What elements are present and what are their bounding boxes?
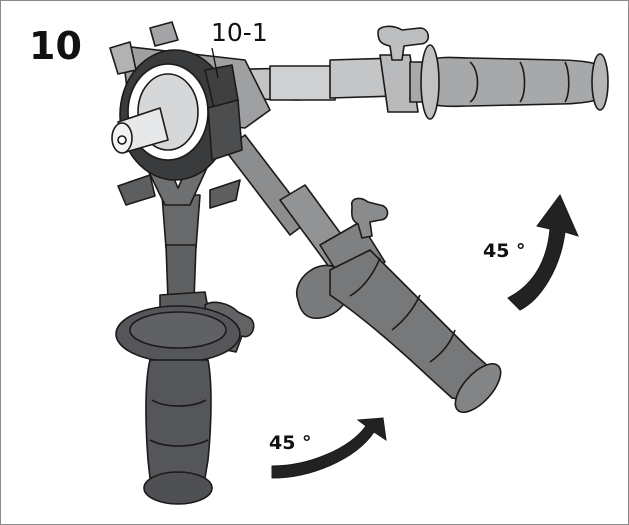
rotation-angle-lower: 45 ° (269, 432, 312, 454)
figure-number: 10 (29, 24, 82, 68)
callout-label: 10-1 (211, 18, 268, 47)
callout-leader-line (211, 47, 219, 79)
side-handle-vertical (115, 194, 255, 505)
rotation-angle-upper: 45 ° (483, 240, 526, 262)
rotation-arrow-lower (271, 417, 387, 479)
rotation-arrow-upper (507, 194, 579, 311)
side-handle-horizontal (204, 25, 609, 120)
handle-clamp-assembly (109, 21, 271, 209)
side-handle-diagonal (224, 134, 502, 413)
